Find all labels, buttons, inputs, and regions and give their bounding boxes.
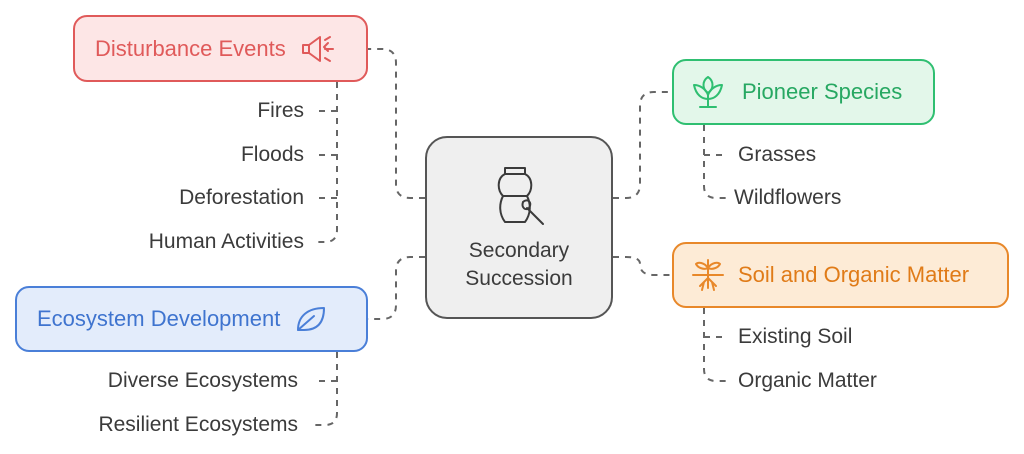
sprout-icon [690, 75, 726, 109]
disturbance-events-node[interactable]: Disturbance Events [73, 15, 368, 82]
ecosystem-item: Resilient Ecosystems [98, 413, 298, 436]
roots-icon [690, 258, 726, 292]
connector-soil [613, 256, 672, 276]
ecosystem-item: Diverse Ecosystems [107, 369, 298, 392]
disturbance-item: Human Activities [148, 230, 304, 253]
center-title-line1: Secondary [468, 239, 570, 262]
connector-disturbance-children [314, 82, 338, 243]
secondary-succession-node[interactable]: Secondary Succession [425, 136, 613, 319]
connector-ecosystem-children [314, 352, 338, 426]
leaf-icon [294, 304, 328, 334]
megaphone-icon [300, 33, 336, 65]
disturbance-item: Floods [240, 143, 304, 166]
pioneer-species-title: Pioneer Species [742, 79, 903, 104]
pioneer-item: Wildflowers [734, 186, 842, 209]
pioneer-species-node[interactable]: Pioneer Species [672, 59, 935, 125]
soil-item: Organic Matter [738, 369, 877, 392]
disturbance-events-title: Disturbance Events [95, 35, 286, 61]
disturbance-item: Fires [257, 99, 304, 122]
connector-disturbance [368, 48, 425, 199]
center-title: Secondary Succession [465, 237, 572, 293]
soil-organic-matter-node[interactable]: Soil and Organic Matter [672, 242, 1009, 308]
connector-pioneer [613, 91, 672, 199]
connector-pioneer-children [703, 125, 726, 199]
disturbance-item: Deforestation [179, 186, 304, 209]
ecosystem-development-title: Ecosystem Development [37, 306, 281, 331]
soil-organic-matter-title: Soil and Organic Matter [738, 262, 970, 287]
vase-brush-icon [489, 164, 549, 231]
soil-item: Existing Soil [738, 325, 853, 348]
ecosystem-development-node[interactable]: Ecosystem Development [15, 286, 368, 352]
connector-soil-children [703, 308, 726, 382]
pioneer-item: Grasses [738, 143, 817, 166]
connector-ecosystem [368, 256, 425, 320]
center-title-line2: Succession [465, 267, 573, 290]
